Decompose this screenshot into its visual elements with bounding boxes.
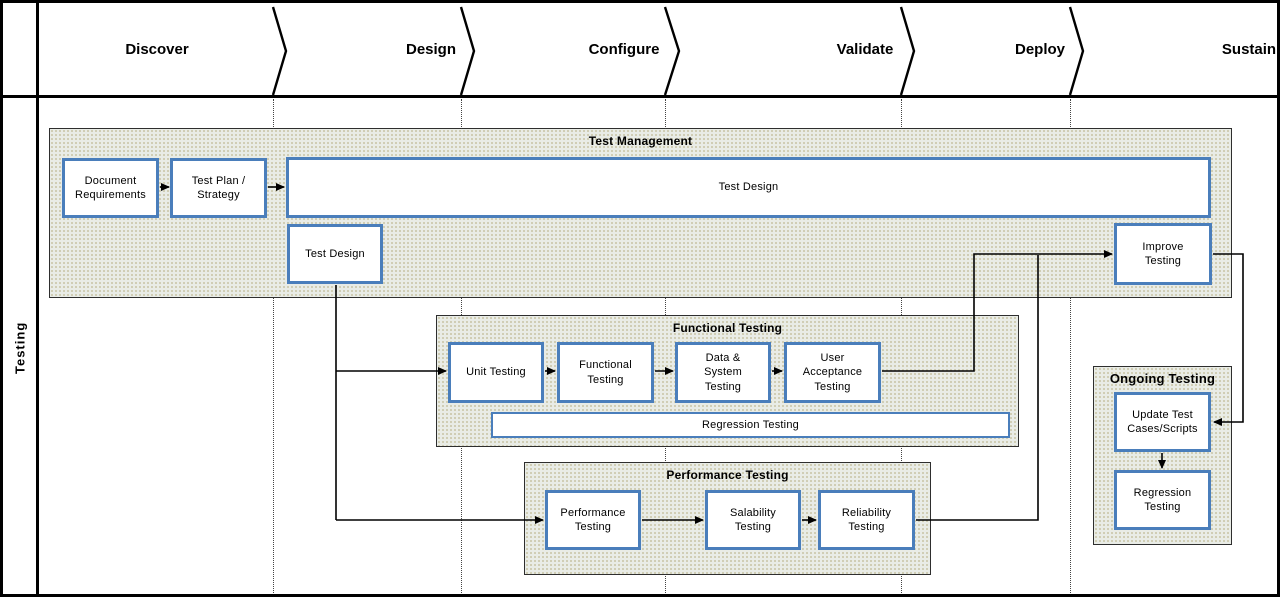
phase-configure: Configure — [588, 41, 660, 58]
node-label: Regression Testing — [702, 418, 799, 431]
node-label: Performance Testing — [560, 506, 626, 533]
phase-sustain: Sustain — [1221, 41, 1277, 58]
phase-separator-chevrons — [271, 6, 1085, 96]
node-ongoing-regression-testing[interactable]: Regression Testing — [1114, 470, 1211, 530]
node-label: User Acceptance Testing — [802, 352, 863, 393]
group-title-ongoing-testing: Ongoing Testing — [1109, 371, 1216, 386]
group-title-functional-testing: Functional Testing — [672, 321, 783, 335]
lane-label-testing: Testing — [12, 321, 28, 375]
group-title-performance-testing: Performance Testing — [666, 468, 789, 482]
phase-discover: Discover — [125, 41, 189, 58]
node-improve-testing[interactable]: Improve Testing — [1114, 223, 1212, 285]
node-label: Test Design — [718, 181, 779, 194]
header-bottom-border — [3, 95, 1277, 98]
node-label: Test Plan / Strategy — [191, 174, 246, 201]
node-label: Document Requirements — [75, 174, 146, 201]
node-user-acceptance-testing[interactable]: User Acceptance Testing — [784, 342, 881, 403]
phase-design: Design — [405, 41, 457, 58]
node-label: Improve Testing — [1142, 240, 1184, 267]
node-label: Unit Testing — [466, 366, 526, 379]
node-test-design[interactable]: Test Design — [287, 224, 383, 284]
node-label: Reliability Testing — [841, 506, 892, 533]
phase-divider-line — [273, 99, 274, 594]
node-reliability-testing[interactable]: Reliability Testing — [818, 490, 915, 550]
lane-divider — [36, 3, 39, 594]
node-performance-testing[interactable]: Performance Testing — [545, 490, 641, 550]
node-label: Functional Testing — [579, 359, 632, 386]
node-salability-testing[interactable]: Salability Testing — [705, 490, 801, 550]
node-document-requirements[interactable]: Document Requirements — [62, 158, 159, 218]
phase-deploy: Deploy — [1014, 41, 1066, 58]
node-label: Update Test Cases/Scripts — [1127, 408, 1198, 435]
node-test-plan-strategy[interactable]: Test Plan / Strategy — [170, 158, 267, 218]
group-title-test-management: Test Management — [588, 134, 693, 148]
node-label: Test Design — [305, 247, 365, 260]
node-label: Regression Testing — [1133, 486, 1192, 513]
phase-validate: Validate — [836, 41, 894, 58]
node-unit-testing[interactable]: Unit Testing — [448, 342, 544, 403]
node-functional-testing[interactable]: Functional Testing — [557, 342, 654, 403]
node-label: Salability Testing — [729, 506, 777, 533]
node-data-system-testing[interactable]: Data & System Testing — [675, 342, 771, 403]
node-label: Data & System Testing — [704, 352, 742, 393]
node-update-test-cases[interactable]: Update Test Cases/Scripts — [1114, 392, 1211, 452]
node-regression-testing-bar[interactable]: Regression Testing — [491, 412, 1010, 438]
node-test-design-wide[interactable]: Test Design — [286, 157, 1211, 218]
